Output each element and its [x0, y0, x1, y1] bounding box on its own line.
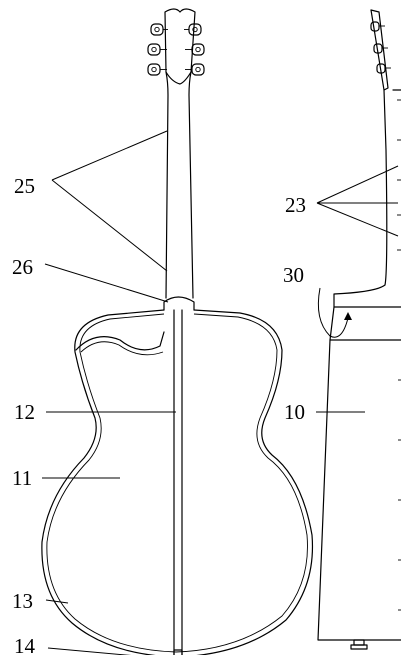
label-10: 10	[284, 400, 305, 424]
tuning-peg-left-3	[147, 63, 167, 76]
body-outline	[41, 309, 314, 655]
label-25: 25	[14, 174, 35, 198]
side-headstock	[370, 9, 389, 91]
center-back-strip	[173, 309, 183, 655]
side-tuning-pegs	[370, 21, 391, 74]
tuning-peg-right-1	[184, 23, 202, 36]
label-12: 12	[14, 400, 35, 424]
armrest-bevel	[75, 331, 165, 351]
label-26: 26	[12, 255, 33, 279]
side-neck	[333, 89, 401, 308]
neck	[165, 71, 194, 299]
label-11: 11	[12, 466, 32, 490]
neck-heel	[163, 296, 195, 311]
headstock	[147, 8, 205, 85]
label-14: 14	[14, 634, 36, 655]
body-binding	[46, 313, 308, 653]
side-fret-marks	[397, 99, 401, 251]
label-13: 13	[12, 589, 33, 613]
tuning-peg-left-1	[150, 23, 168, 36]
rear-view-guitar	[41, 8, 314, 655]
label-30: 30	[283, 263, 304, 287]
label-23: 23	[285, 193, 306, 217]
side-body	[317, 306, 401, 641]
tuning-peg-right-3	[185, 63, 205, 76]
side-view-guitar	[317, 9, 401, 650]
end-pin	[173, 649, 183, 655]
tuning-peg-right-2	[185, 43, 205, 56]
tuning-peg-left-2	[147, 43, 167, 56]
reference-labels: 25 26 23 30 12 10 11 13 14	[12, 174, 306, 655]
leader-lines	[42, 130, 399, 655]
side-end-pin	[350, 639, 368, 650]
